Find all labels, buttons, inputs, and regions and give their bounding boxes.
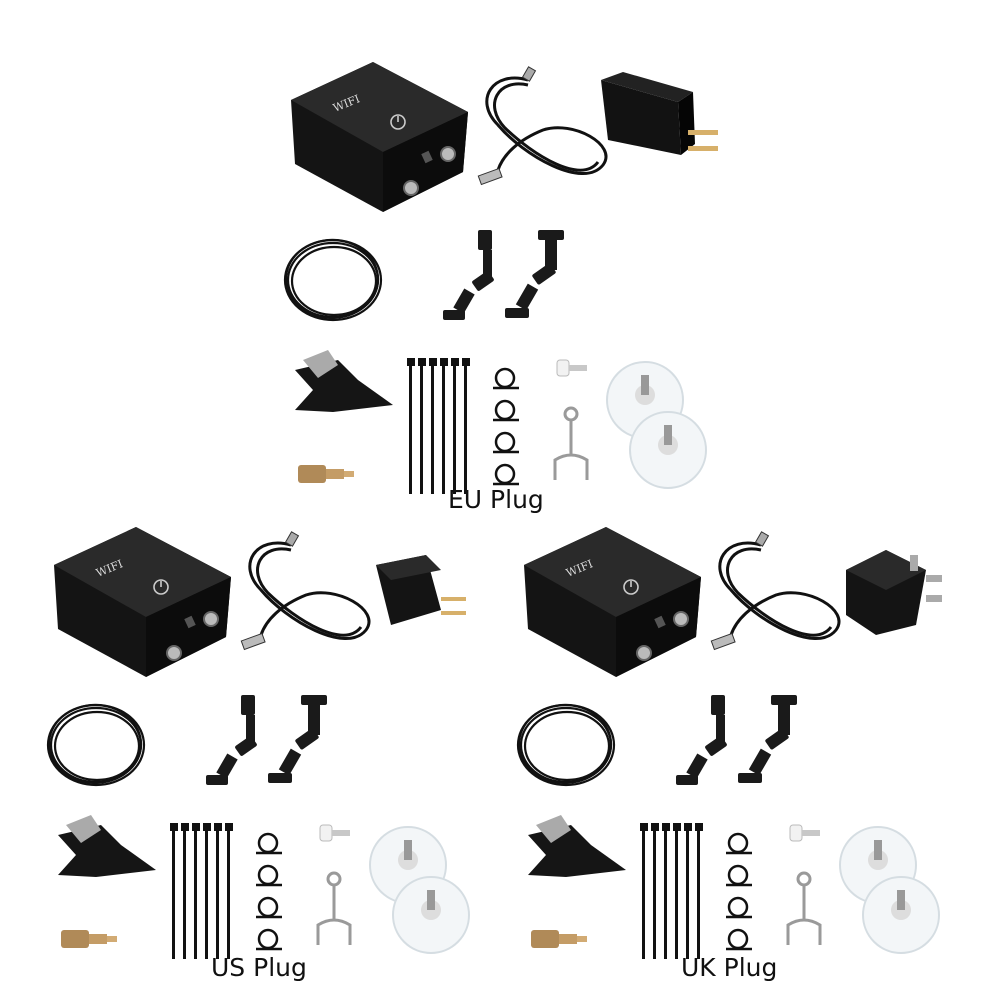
us-plug-adapter <box>376 555 466 625</box>
tube-clips <box>493 367 519 486</box>
tube-cutter <box>295 350 393 412</box>
mounting-screw <box>789 824 820 842</box>
outlet-port-icon <box>673 611 689 627</box>
inlet-port-icon <box>166 645 182 661</box>
coiled-tubing <box>46 703 146 787</box>
usb-cable <box>477 66 608 186</box>
coiled-tubing <box>283 238 383 322</box>
cable-ties <box>640 823 703 959</box>
brass-connector <box>531 930 587 948</box>
product-kit-illustration: WIFI <box>516 527 942 959</box>
power-button-icon <box>390 114 406 130</box>
plug-variant-caption: UK Plug <box>681 953 778 982</box>
suction-cup <box>862 876 940 954</box>
suction-cup <box>629 411 707 489</box>
power-button-icon <box>623 579 639 595</box>
eu-plug-adapter <box>601 72 718 155</box>
misting-nozzle-assembly <box>268 695 327 783</box>
power-button-icon <box>153 579 169 595</box>
outlet-port-icon <box>440 146 456 162</box>
tube-clips <box>726 832 752 951</box>
wire-hook <box>316 871 352 945</box>
mounting-screw <box>319 824 350 842</box>
uk-plug-adapter <box>846 550 942 635</box>
misting-nozzle-assembly <box>443 230 494 320</box>
product-panel: WIFI <box>516 525 956 985</box>
misting-nozzle-assembly <box>738 695 797 783</box>
mounting-screw <box>556 359 587 377</box>
tube-clips <box>256 832 282 951</box>
misting-nozzle-assembly <box>206 695 257 785</box>
brass-connector <box>298 465 354 483</box>
usb-cable <box>710 531 841 651</box>
outlet-port-icon <box>203 611 219 627</box>
cable-ties <box>407 358 470 494</box>
tube-cutter <box>58 815 156 877</box>
wire-hook <box>553 406 589 480</box>
misting-nozzle-assembly <box>676 695 727 785</box>
misting-device-box: WIFI <box>291 62 468 212</box>
misting-device-box: WIFI <box>524 527 701 677</box>
plug-variant-caption: EU Plug <box>448 485 544 514</box>
brass-connector <box>61 930 117 948</box>
usb-cable <box>240 531 371 651</box>
product-kit-illustration: WIFI <box>46 527 470 959</box>
tube-cutter <box>528 815 626 877</box>
misting-nozzle-assembly <box>505 230 564 318</box>
product-panel: WIFI <box>283 60 723 520</box>
misting-device-box: WIFI <box>54 527 231 677</box>
suction-cup <box>392 876 470 954</box>
product-panel: WIFI <box>46 525 486 985</box>
coiled-tubing <box>516 703 616 787</box>
cable-ties <box>170 823 233 959</box>
inlet-port-icon <box>636 645 652 661</box>
plug-variant-caption: US Plug <box>211 953 307 982</box>
inlet-port-icon <box>403 180 419 196</box>
wire-hook <box>786 871 822 945</box>
product-kit-illustration: WIFI <box>283 62 718 494</box>
